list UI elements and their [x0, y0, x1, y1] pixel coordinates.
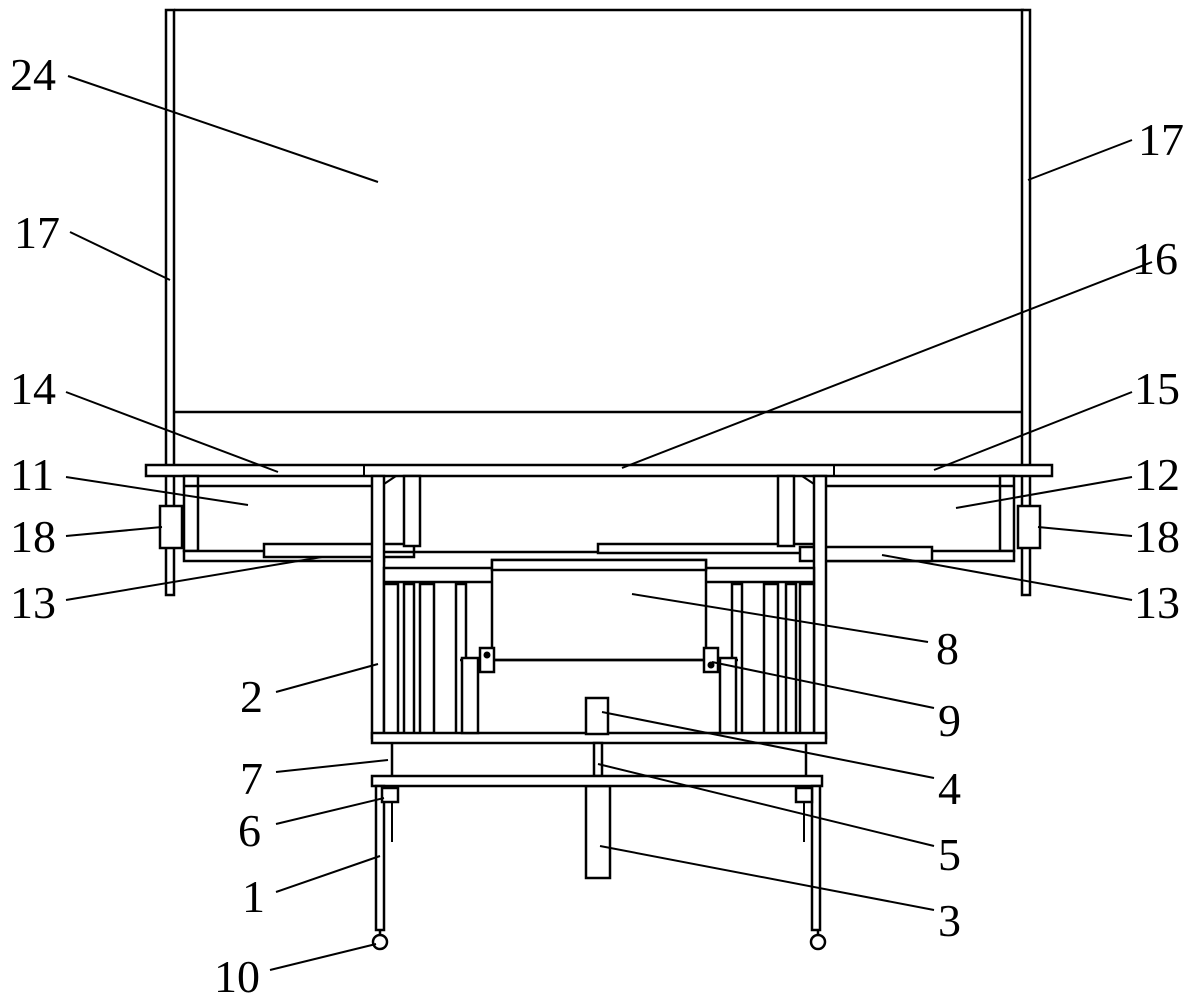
label-5: 5 [938, 829, 961, 880]
left-clamp [158, 504, 184, 550]
leader-17-left [69, 231, 171, 281]
label-2: 2 [240, 671, 263, 722]
frame-bar-2 [402, 582, 416, 736]
base-frame [370, 743, 827, 951]
label-17-left: 17 [14, 207, 60, 258]
inner-post-right [776, 474, 796, 548]
right-clamp [1016, 504, 1042, 550]
leader-18-right [1037, 526, 1133, 537]
caster-left-10 [371, 933, 389, 951]
leader-13-left [65, 556, 323, 601]
label-18-left: 18 [10, 511, 56, 562]
side-frames [182, 474, 1016, 553]
label-15: 15 [1134, 363, 1180, 414]
column-shaft-5 [592, 741, 604, 778]
label-8: 8 [936, 623, 959, 674]
label-1: 1 [242, 871, 265, 922]
leader-lines [65, 75, 1153, 971]
frame-bar-8 [798, 582, 816, 736]
label-4: 4 [938, 763, 961, 814]
inner-box-8 [460, 558, 738, 735]
central-column [584, 696, 612, 880]
inner-right-leg [718, 656, 738, 735]
leader-9 [711, 661, 935, 709]
bolt-right-6 [794, 786, 814, 804]
inner-box-top [490, 558, 708, 572]
leader-12 [955, 476, 1133, 509]
caster-right-10 [809, 933, 827, 951]
leader-3 [599, 845, 935, 911]
frame-bar-7 [784, 582, 798, 736]
label-14: 14 [10, 363, 56, 414]
bolt-left-6 [380, 786, 400, 804]
frame-bar-6 [762, 582, 780, 736]
label-7: 7 [240, 753, 263, 804]
label-12: 12 [1134, 449, 1180, 500]
frame-left-leg [370, 474, 386, 740]
label-13-left: 13 [10, 577, 56, 628]
frame-bar-3 [418, 582, 436, 736]
leader-16 [621, 261, 1153, 469]
wheel-right-hub [707, 661, 715, 669]
labels: 24 17 17 16 14 15 11 12 18 18 13 13 8 2 … [10, 49, 1184, 1002]
label-16: 16 [1132, 233, 1178, 284]
label-6: 6 [238, 805, 261, 856]
leader-14 [65, 391, 279, 473]
wheel-right-9 [702, 646, 720, 674]
inner-post-left [402, 474, 422, 548]
left-post [164, 8, 176, 597]
base-plate [370, 774, 824, 788]
top-plate [144, 463, 1054, 478]
label-10: 10 [214, 951, 260, 1002]
inner-box [490, 558, 708, 662]
leader-17-right [1027, 139, 1133, 181]
leader-11 [65, 476, 249, 506]
leader-7 [275, 759, 389, 773]
leader-4 [601, 711, 935, 779]
leg-right-1 [810, 784, 822, 932]
label-11: 11 [10, 449, 54, 500]
leader-5 [597, 763, 935, 847]
leader-24 [67, 75, 379, 183]
posts-17 [164, 8, 1032, 597]
column-top-4 [584, 696, 610, 736]
leader-15 [933, 391, 1133, 471]
label-13-right: 13 [1134, 577, 1180, 628]
leader-13-right [881, 554, 1133, 601]
right-gusset [801, 475, 815, 485]
column-base-3 [584, 784, 612, 880]
leader-2 [275, 663, 379, 693]
leader-8 [631, 593, 929, 643]
leader-10 [269, 943, 377, 971]
inner-left-leg [460, 656, 480, 735]
label-18-right: 18 [1134, 511, 1180, 562]
label-24: 24 [10, 49, 56, 100]
frame-bar-1 [382, 582, 400, 736]
top-plate-16 [144, 463, 1054, 478]
leader-6 [275, 797, 385, 825]
upper-box-24 [174, 8, 1024, 414]
left-slider [262, 542, 416, 559]
label-17-right: 17 [1138, 114, 1184, 165]
right-post [1020, 8, 1032, 597]
leader-18-left [65, 526, 163, 537]
left-gusset [383, 475, 397, 485]
leader-1 [275, 855, 381, 893]
wheel-left-hub [483, 651, 491, 659]
label-3: 3 [938, 895, 961, 946]
clamps-18 [158, 504, 1042, 550]
wheel-left-9 [478, 646, 496, 674]
label-9: 9 [938, 695, 961, 746]
frame-right-leg [812, 474, 828, 740]
